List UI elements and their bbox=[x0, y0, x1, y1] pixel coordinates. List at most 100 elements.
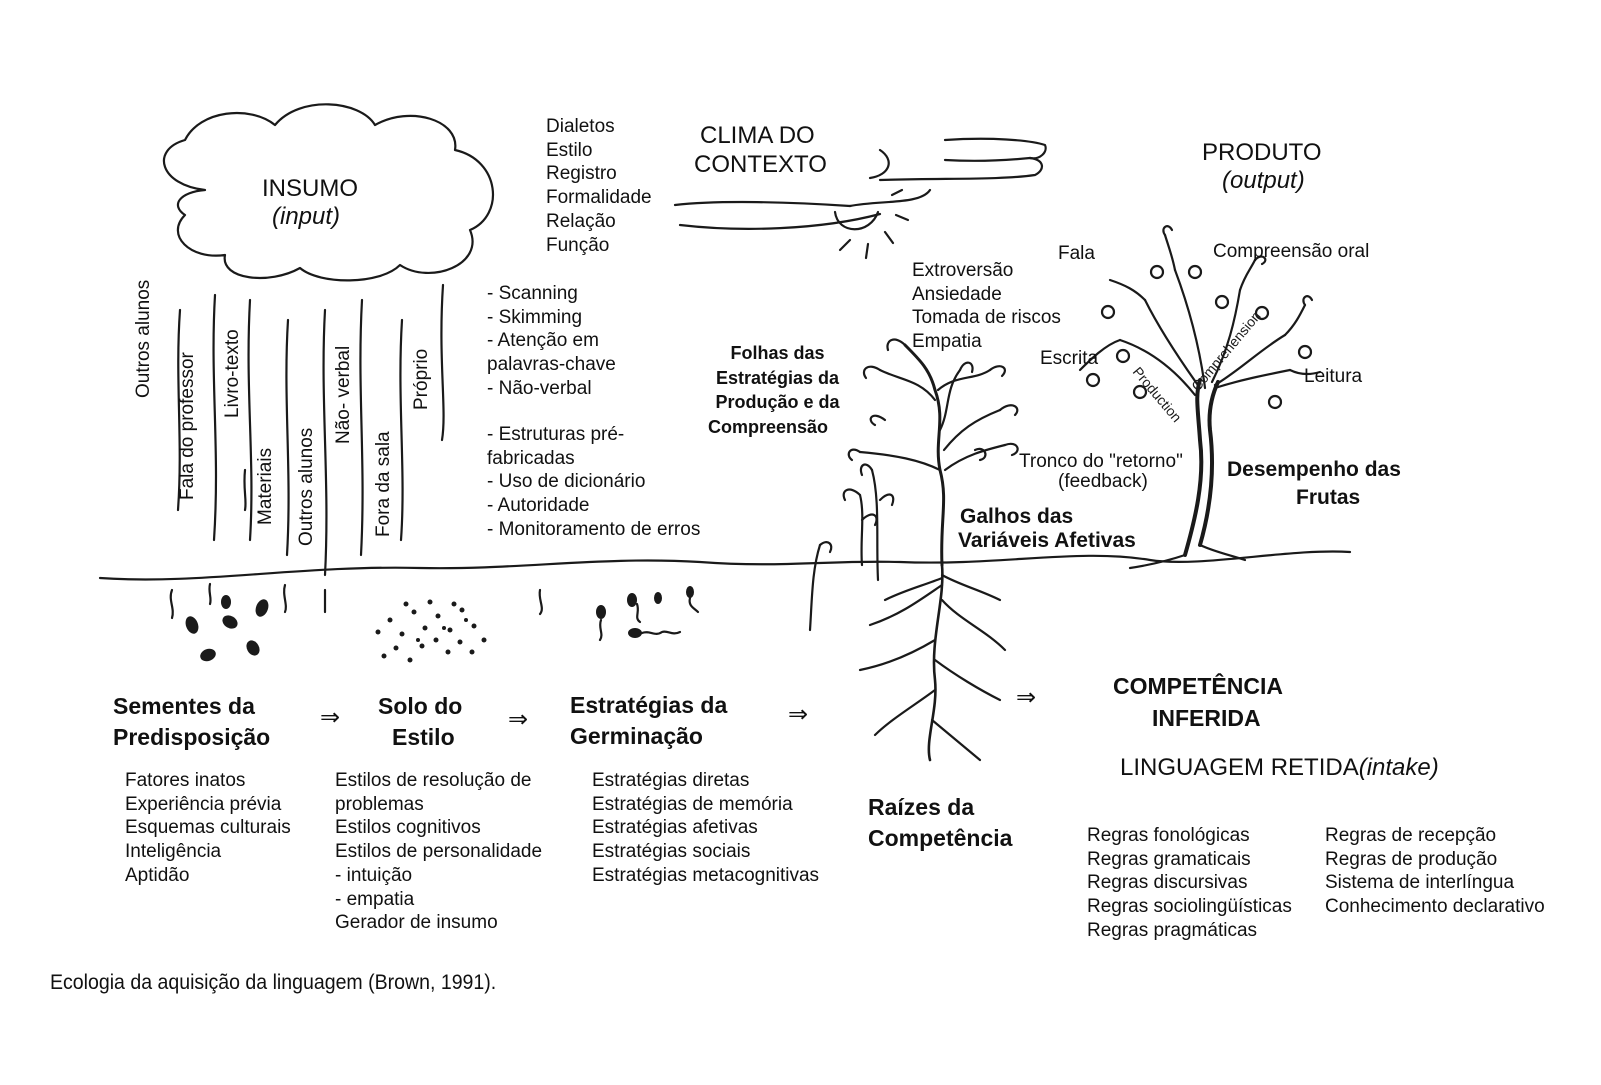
leaves-label: Folhas das Estratégias da Produção e da … bbox=[700, 341, 855, 439]
main-plant bbox=[847, 338, 1019, 567]
strategy-item: - Monitoramento de erros bbox=[487, 518, 701, 540]
rain-label-outros-alunos-1: Outros alunos bbox=[133, 279, 154, 398]
germination-item: Estratégias sociais bbox=[592, 841, 751, 863]
soil-item: problemas bbox=[335, 793, 424, 815]
trunk-label-2: (feedback) bbox=[1058, 471, 1148, 492]
tree-fruits bbox=[1085, 225, 1314, 410]
retained-language-intake: (intake) bbox=[1358, 754, 1439, 781]
strategy-item: - Autoridade bbox=[487, 495, 590, 517]
strategy-item: - Scanning bbox=[487, 283, 578, 304]
seeds bbox=[185, 595, 269, 662]
arrow-2: ⇒ bbox=[508, 706, 529, 733]
soil-item: Estilos de personalidade bbox=[335, 841, 543, 863]
strategies-list-a: - Scanning - Skimming - Atenção em palav… bbox=[487, 282, 616, 401]
trunk-label-1: Tronco do "retorno" bbox=[1019, 451, 1183, 472]
context-title-1: CLIMA DO bbox=[700, 122, 815, 149]
roots-title-1: Raízes da bbox=[868, 794, 975, 820]
retained-language-text: LINGUAGEM RETIDA bbox=[1120, 754, 1359, 781]
affective-item: Tomada de riscos bbox=[912, 307, 1061, 329]
germination-title-1: Estratégias da bbox=[570, 692, 728, 718]
leaves-line: Folhas das bbox=[730, 343, 825, 363]
tree-label-fala: Fala bbox=[1058, 243, 1095, 264]
seeds-title-2: Predisposição bbox=[113, 724, 271, 750]
leaves-line: Estratégias da bbox=[715, 367, 840, 388]
rain-label-nao-verbal: Não- verbal bbox=[333, 345, 354, 444]
germination-item: Estratégias metacognitivas bbox=[592, 864, 820, 886]
input-subtitle: (input) bbox=[272, 203, 341, 230]
strategy-item: - Não-verbal bbox=[487, 377, 592, 399]
rule-item: Regras discursivas bbox=[1087, 872, 1248, 894]
context-list: Dialetos Estilo Registro Formalidade Rel… bbox=[546, 115, 652, 257]
soil-item: Estilos cognitivos bbox=[335, 817, 481, 839]
germination-title-2: Germinação bbox=[570, 723, 703, 749]
rule-item: Regras de produção bbox=[1325, 848, 1498, 870]
soil-item: - empatia bbox=[335, 888, 415, 910]
ground-cracks bbox=[169, 582, 543, 620]
arrow-1: ⇒ bbox=[320, 704, 341, 731]
seeds-title-1: Sementes da bbox=[113, 693, 255, 719]
germinating-seeds bbox=[596, 586, 700, 642]
rules-list-a: Regras fonológicas Regras gramaticais Re… bbox=[1087, 824, 1292, 943]
rain-label-outros-alunos-2: Outros alunos bbox=[296, 427, 317, 546]
context-item: Formalidade bbox=[546, 187, 652, 209]
soil-item: Estilos de resolução de bbox=[335, 770, 532, 791]
fruit-tree bbox=[1078, 233, 1322, 570]
rule-item: Conhecimento declarativo bbox=[1325, 896, 1545, 918]
rain-label-proprio: Próprio bbox=[411, 348, 432, 410]
strategy-item: - Skimming bbox=[487, 306, 583, 328]
rule-item: Regras gramaticais bbox=[1087, 848, 1251, 870]
context-item: Dialetos bbox=[546, 116, 615, 137]
context-item: Estilo bbox=[546, 139, 593, 161]
strategies-list-b: - Estruturas pré- fabricadas - Uso de di… bbox=[487, 423, 700, 542]
input-title: INSUMO bbox=[262, 175, 358, 202]
seeds-item: Esquemas culturais bbox=[125, 817, 291, 839]
rain-label-fora-sala: Fora da sala bbox=[373, 431, 394, 537]
seeds-item: Inteligência bbox=[125, 841, 222, 863]
ground-line bbox=[98, 550, 1352, 581]
rain-label-materiais: Materiais bbox=[255, 447, 276, 525]
rules-list-b: Regras de recepção Regras de produção Si… bbox=[1325, 824, 1545, 919]
affective-item: Empatia bbox=[912, 331, 982, 353]
germination-item: Estratégias afetivas bbox=[592, 817, 758, 839]
rule-item: Regras pragmáticas bbox=[1087, 919, 1258, 941]
fruits-label-1: Desempenho das bbox=[1227, 458, 1401, 481]
soil-item: Gerador de insumo bbox=[335, 912, 498, 934]
soil-title-1: Solo do bbox=[378, 693, 463, 719]
germination-item: Estratégias diretas bbox=[592, 770, 750, 791]
strategy-item: - Uso de dicionário bbox=[487, 471, 646, 493]
rain-label-fala-professor: Fala do professor bbox=[177, 352, 198, 500]
rule-item: Regras fonológicas bbox=[1087, 825, 1250, 846]
affective-list: Extroversão Ansiedade Tomada de riscos E… bbox=[912, 259, 1061, 354]
context-item: Registro bbox=[546, 163, 617, 185]
strategy-item: - Atenção em bbox=[487, 330, 599, 352]
soil-item: - intuição bbox=[335, 864, 413, 886]
input-cloud bbox=[163, 103, 495, 282]
strategy-item: fabricadas bbox=[487, 447, 575, 469]
branches-line-2: Variáveis Afetivas bbox=[958, 529, 1136, 552]
leaves-line: Compreensão bbox=[708, 416, 829, 437]
context-item: Relação bbox=[546, 210, 616, 232]
arrow-3: ⇒ bbox=[788, 701, 809, 728]
fruits-label-2: Frutas bbox=[1296, 486, 1361, 509]
rain-lines bbox=[176, 283, 445, 614]
tree-label-escrita: Escrita bbox=[1040, 348, 1099, 369]
seeds-item: Fatores inatos bbox=[125, 770, 246, 791]
figure-caption: Ecologia da aquisição da linguagem (Brow… bbox=[50, 971, 497, 994]
sun-icon bbox=[833, 188, 910, 260]
roots bbox=[858, 563, 1007, 762]
branches-line-1: Galhos das bbox=[960, 505, 1074, 528]
seeds-list: Fatores inatos Experiência prévia Esquem… bbox=[125, 769, 291, 888]
context-title-2: CONTEXTO bbox=[694, 151, 827, 178]
tree-label-production: Production bbox=[1130, 364, 1185, 426]
rule-item: Regras de recepção bbox=[1325, 825, 1497, 846]
seeds-item: Aptidão bbox=[125, 864, 190, 886]
tree-label-leitura: Leitura bbox=[1304, 366, 1363, 387]
soil-dots bbox=[375, 599, 487, 663]
soil-list: Estilos de resolução de problemas Estilo… bbox=[335, 769, 542, 935]
affective-item: Ansiedade bbox=[912, 283, 1002, 305]
germination-list: Estratégias diretas Estratégias de memór… bbox=[592, 769, 819, 888]
retained-language: LINGUAGEM RETIDA(intake) bbox=[1120, 756, 1439, 780]
strategy-item: palavras-chave bbox=[487, 354, 616, 376]
